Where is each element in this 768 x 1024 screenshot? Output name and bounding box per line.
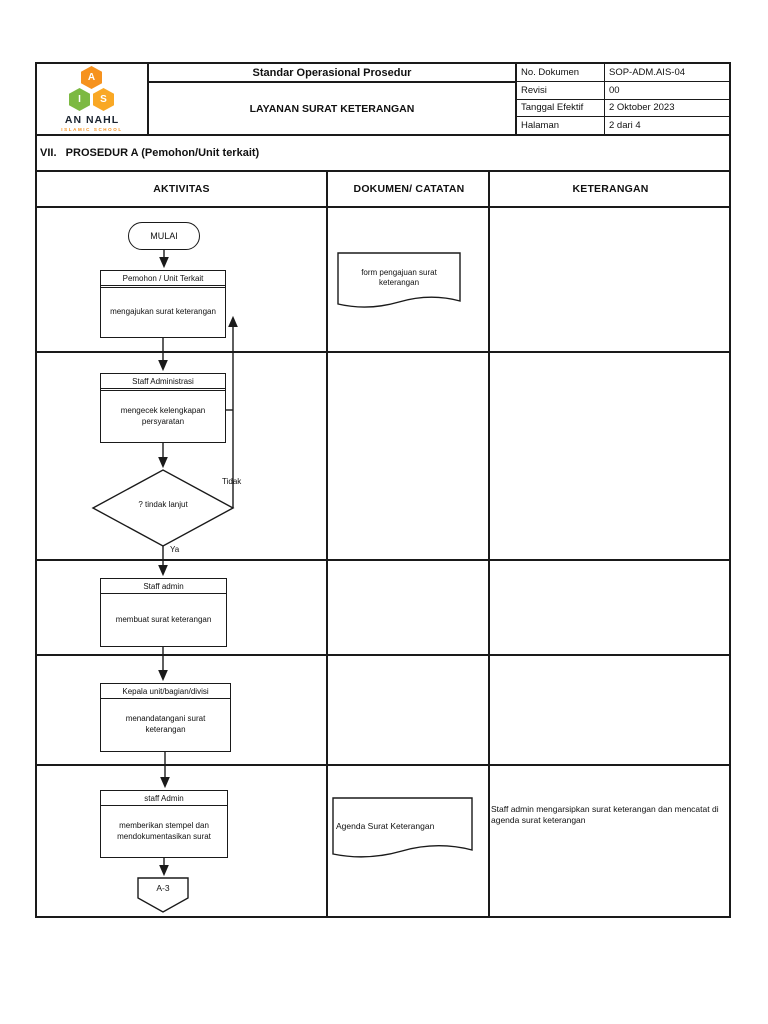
document-info-table: No. Dokumen SOP-ADM.AIS-04 Revisi 00 Tan… [517, 64, 729, 134]
logo-hexagons-icon: A I S [60, 66, 124, 112]
hex-a-icon: A [81, 66, 102, 89]
hex-i-icon: I [69, 88, 90, 111]
column-header-aktivitas: AKTIVITAS [153, 183, 210, 195]
keterangan-note: Staff admin mengarsipkan surat keteranga… [491, 804, 719, 826]
row-divider [35, 559, 731, 561]
flow-step-staff-admin-stempel: staff Admin memberikan stempel dan mendo… [100, 790, 228, 858]
flow-step-actor: Kepala unit/bagian/divisi [101, 684, 230, 699]
info-row: Revisi 00 [517, 81, 729, 100]
flow-step-action: mengajukan surat keterangan [110, 307, 216, 317]
document-label-form: form pengajuan surat keterangan [361, 268, 437, 288]
column-header-dokumen: DOKUMEN/ CATATAN [353, 183, 465, 195]
info-label: Halaman [517, 117, 605, 134]
offpage-connector-label: A-3 [156, 883, 170, 893]
decision-no-label: Tidak [222, 477, 242, 486]
procedure-table [35, 170, 731, 918]
document-title: LAYANAN SURAT KETERANGAN [249, 102, 415, 115]
info-row: No. Dokumen SOP-ADM.AIS-04 [517, 64, 729, 82]
flow-step-actor: staff Admin [101, 791, 227, 806]
flow-step-action: mengecek kelengkapan persyaratan [120, 405, 206, 426]
info-label: No. Dokumen [517, 64, 605, 81]
row-divider [35, 764, 731, 766]
info-value: SOP-ADM.AIS-04 [609, 66, 686, 78]
flow-step-actor: Staff Administrasi [101, 374, 225, 391]
flow-step-action: menandatangani surat keterangan [125, 714, 206, 734]
document-header: A I S AN NAHL ISLAMIC SCHOOL Standar Ope… [35, 62, 731, 134]
info-row: Halaman 2 dari 4 [517, 117, 729, 134]
flow-step-actor: Staff admin [101, 579, 226, 594]
info-value: 2 dari 4 [609, 120, 641, 132]
info-row: Tanggal Efektif 2 Oktober 2023 [517, 99, 729, 118]
start-terminator: MULAI [128, 222, 200, 250]
flow-step-actor: Pemohon / Unit Terkait [101, 271, 225, 288]
section-title: VII. PROSEDUR A (Pemohon/Unit terkait) [35, 134, 731, 170]
info-label: Revisi [517, 81, 605, 99]
logo-subtitle: ISLAMIC SCHOOL [61, 127, 123, 132]
hex-s-icon: S [93, 88, 114, 111]
row-divider [35, 351, 731, 353]
flow-step-pemohon: Pemohon / Unit Terkait mengajukan surat … [100, 270, 226, 338]
column-header-keterangan: KETERANGAN [572, 183, 649, 195]
logo-cell: A I S AN NAHL ISLAMIC SCHOOL [37, 64, 149, 134]
flow-step-staff-administrasi: Staff Administrasi mengecek kelengkapan … [100, 373, 226, 443]
decision-label: ? tindak lanjut [138, 500, 188, 509]
flow-step-staff-admin: Staff admin membuat surat keterangan [100, 578, 227, 647]
row-divider [35, 654, 731, 656]
row-divider [35, 206, 731, 208]
flow-step-kepala-unit: Kepala unit/bagian/divisi menandatangani… [100, 683, 231, 752]
column-divider [326, 170, 328, 918]
document-type: Standar Operasional Prosedur [149, 64, 515, 83]
header-title-cell: Standar Operasional Prosedur LAYANAN SUR… [149, 64, 517, 134]
school-logo: A I S AN NAHL ISLAMIC SCHOOL [60, 66, 124, 132]
flow-step-action: memberikan stempel dan mendokumentasikan… [117, 820, 211, 841]
flow-step-action: membuat surat keterangan [115, 614, 212, 624]
column-divider [488, 170, 490, 918]
document-label-agenda: Agenda Surat Keterangan [336, 821, 435, 831]
info-value: 00 [609, 84, 620, 96]
logo-name: AN NAHL [64, 114, 120, 126]
info-value: 2 Oktober 2023 [609, 102, 675, 114]
decision-yes-label: Ya [170, 545, 180, 554]
info-label: Tanggal Efektif [517, 99, 605, 117]
